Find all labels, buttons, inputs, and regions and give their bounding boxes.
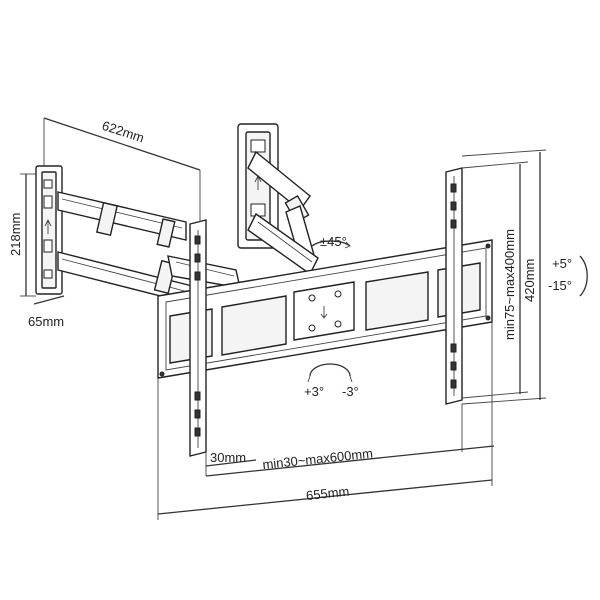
right-tv-bracket xyxy=(445,167,463,405)
label-bracket-height: 420mm xyxy=(522,259,537,302)
label-vesa-horizontal: min30~max600mm xyxy=(262,446,374,473)
dim-wall-plate-height: 218mm xyxy=(8,173,36,297)
left-wall-plate xyxy=(35,165,63,295)
label-arm-length: 622mm xyxy=(100,118,146,146)
label-rotate-plus: +3° xyxy=(304,384,324,399)
label-rotate-minus: -3° xyxy=(342,384,359,399)
dim-vesa-vertical: min75~max400mm xyxy=(461,161,529,399)
dim-bracket-height: 420mm xyxy=(461,149,547,405)
dim-min-gap: 30mm xyxy=(205,450,257,476)
dim-rotation: +3° -3° xyxy=(304,363,359,399)
dim-wall-plate-width: 65mm xyxy=(28,295,65,329)
label-tilt-down: -15° xyxy=(548,278,572,293)
label-tilt-up: +5° xyxy=(552,256,572,271)
dim-swivel: ±45° xyxy=(311,234,351,249)
label-swivel: ±45° xyxy=(320,234,347,249)
tv-mount-frame xyxy=(157,239,493,379)
label-vesa-vertical: min75~max400mm xyxy=(502,229,517,340)
left-arm-upper xyxy=(57,191,187,248)
dim-total-width: 655mm xyxy=(157,322,493,520)
label-total-width: 655mm xyxy=(305,484,350,503)
dim-tilt: +5° -15° xyxy=(548,255,588,297)
label-wall-plate-height: 218mm xyxy=(8,213,23,256)
label-min-gap: 30mm xyxy=(210,450,246,465)
left-tv-bracket xyxy=(189,219,207,457)
dim-vesa-horizontal: min30~max600mm xyxy=(205,404,495,477)
label-wall-plate-width: 65mm xyxy=(28,314,64,329)
